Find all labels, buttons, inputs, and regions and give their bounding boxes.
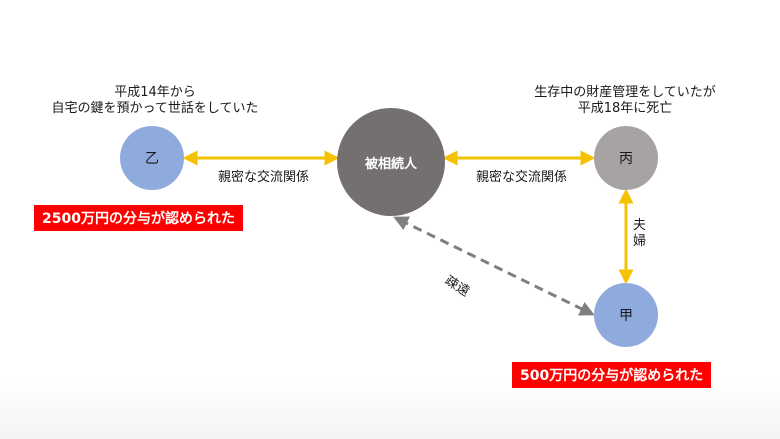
node-ko: 甲 xyxy=(594,283,658,347)
node-decedent: 被相続人 xyxy=(337,108,445,216)
node-hei: 丙 xyxy=(594,126,658,190)
arrow-ko-center xyxy=(393,216,595,316)
label-center-hei: 親密な交流関係 xyxy=(476,170,568,185)
label-otsu-center: 親密な交流関係 xyxy=(218,170,310,185)
note-hei-line-2: 平成18年に死亡 xyxy=(577,101,673,116)
label-hei-ko: 夫婦 xyxy=(633,218,647,249)
award-otsu: 2500万円の分与が認められた xyxy=(34,205,243,231)
note-hei-line-1: 生存中の財産管理をしていたが xyxy=(534,85,716,100)
award-ko: 500万円の分与が認められた xyxy=(512,362,712,388)
note-otsu-line-1: 平成14年から xyxy=(114,85,196,100)
note-otsu-line-2: 自宅の鍵を預かって世話をしていた xyxy=(51,101,259,116)
node-otsu: 乙 xyxy=(120,126,184,190)
bottom-fade xyxy=(0,379,780,439)
note-hei: 生存中の財産管理をしていたが 平成18年に死亡 xyxy=(515,85,735,117)
note-otsu: 平成14年から 自宅の鍵を預かって世話をしていた xyxy=(40,85,270,117)
